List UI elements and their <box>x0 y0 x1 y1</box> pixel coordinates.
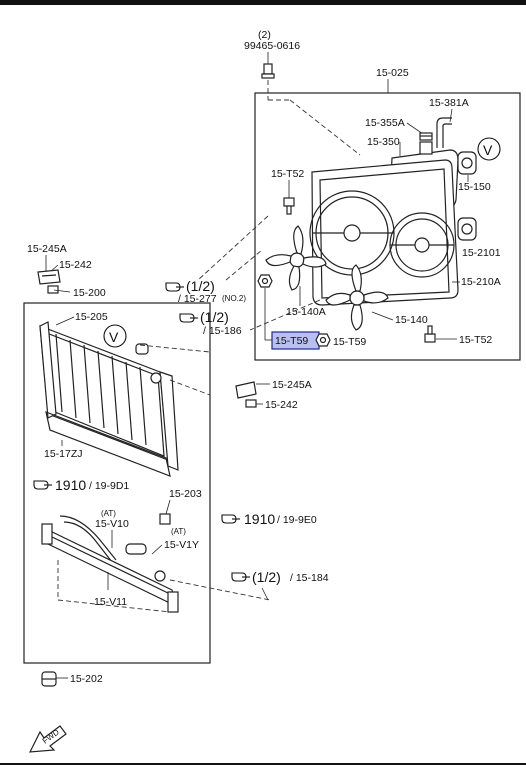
part-15-205-label: 15-205 <box>75 311 108 323</box>
at-label-2: (AT) <box>171 527 186 536</box>
part-15-140A-label: 15-140A <box>286 306 326 318</box>
part-15-381A-label: 15-381A <box>429 97 469 109</box>
part-15-17ZJ-label: 15-17ZJ <box>44 448 83 460</box>
part-15-V1Y-label: 15-V1Y <box>164 539 199 551</box>
bracket-15-245A-top <box>37 269 61 285</box>
hose-15-381A <box>436 117 452 148</box>
view-circle-icon <box>103 324 127 348</box>
part-15-T52-bottom-label: 15-T52 <box>459 334 492 346</box>
bolt-15-T52-bottom <box>424 325 436 343</box>
bracket-15-245A-mid <box>235 381 257 399</box>
part-15-245A-top-label: 15-245A <box>27 243 67 255</box>
bottom-rule <box>0 763 526 765</box>
nut-15-T59-left <box>257 274 273 288</box>
reference-hand-icon <box>165 282 184 292</box>
ref-4-main: 1910 <box>244 511 275 527</box>
motor-15-150 <box>457 151 477 175</box>
ref-1-main: (1/2) <box>186 278 215 294</box>
reference-hand-icon <box>221 514 240 524</box>
part-15-203-label: 15-203 <box>169 488 202 500</box>
reference-hand-icon <box>231 572 250 582</box>
top-rule <box>0 0 526 5</box>
cap-15-202 <box>41 671 57 687</box>
part-15-V10-label: 15-V10 <box>95 518 129 530</box>
motor-15-2101 <box>457 217 477 241</box>
bolt-15-203 <box>159 513 171 525</box>
ref-2-page: / 15-186 <box>203 325 242 337</box>
bolt-qty-label: (2) <box>258 29 271 41</box>
fan-15-140A <box>265 225 327 291</box>
part-15-242-mid-label: 15-242 <box>265 399 298 411</box>
bolt-part <box>261 63 275 79</box>
view-circle-icon <box>477 137 501 161</box>
part-15-V11-label: 15-V11 <box>94 596 127 608</box>
ref-5-page: / 15-184 <box>290 572 329 584</box>
part-15-T59-label: 15-T59 <box>333 336 366 348</box>
grommet-15-242-mid <box>245 399 257 408</box>
fan-15-140 <box>325 264 389 331</box>
fan-assembly-box <box>254 92 521 361</box>
part-15-355A-label: 15-355A <box>365 117 405 129</box>
bolt-number-label: 99465-0616 <box>244 40 300 52</box>
view-mark-top: V <box>483 142 493 158</box>
part-15-140-label: 15-140 <box>395 314 428 326</box>
hose-15-V1Y <box>125 543 147 555</box>
ref-1-note: (NO.2) <box>222 294 246 303</box>
radiator-core <box>39 321 179 471</box>
forward-arrow-icon <box>28 725 67 753</box>
cap-15-355A <box>419 132 433 141</box>
bolt-15-T52-top <box>283 197 295 215</box>
ref-3-main: 1910 <box>55 477 86 493</box>
part-15-202-label: 15-202 <box>70 673 103 685</box>
part-15-2101-label: 15-2101 <box>462 247 501 259</box>
nut-15-T59-right <box>315 333 331 347</box>
reference-hand-icon <box>33 480 52 490</box>
ref-5-main: (1/2) <box>252 569 281 585</box>
part-15-245A-mid-label: 15-245A <box>272 379 312 391</box>
ref-1-page: / 15-277 <box>178 293 217 305</box>
ref-4-page: / 19-9E0 <box>277 514 317 526</box>
at-label-1: (AT) <box>101 509 116 518</box>
part-15-242-top-label: 15-242 <box>59 259 92 271</box>
ref-2-main: (1/2) <box>200 309 229 325</box>
grommet-15-242-top <box>47 285 59 294</box>
fan-shroud <box>309 159 459 306</box>
cooler-15-V11 <box>41 523 179 613</box>
part-15-T59-highlight-label: 15-T59 <box>275 335 308 347</box>
part-15-210A-label: 15-210A <box>461 276 501 288</box>
assy-15-025-label: 15-025 <box>376 67 409 79</box>
radiator-assembly-box <box>23 302 211 664</box>
part-15-T52-top-label: 15-T52 <box>271 168 304 180</box>
part-15-200-label: 15-200 <box>73 287 106 299</box>
hose-15-V10 <box>59 515 117 561</box>
reference-hand-icon <box>179 313 198 323</box>
part-15-350-label: 15-350 <box>367 136 400 148</box>
part-15-150-label: 15-150 <box>458 181 491 193</box>
ref-3-page: / 19-9D1 <box>89 480 129 492</box>
view-mark-radiator: V <box>109 329 119 345</box>
